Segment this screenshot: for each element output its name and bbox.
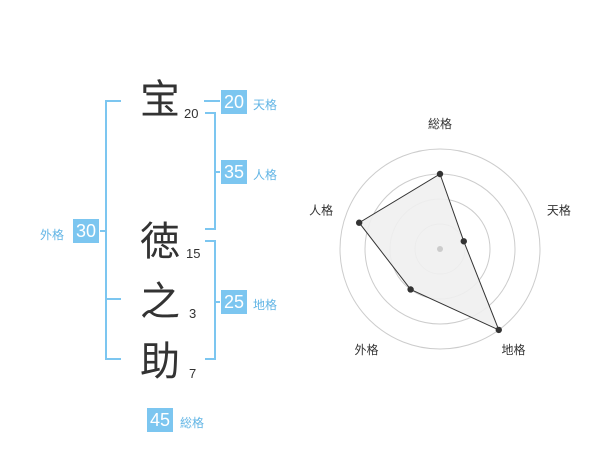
- radar-ring: [339, 148, 541, 350]
- soukaku-value: 45: [147, 408, 173, 432]
- gaikaku-bracket-middle: [105, 298, 121, 300]
- gaikaku-label: 外格: [40, 228, 65, 242]
- radar-point: [355, 219, 363, 226]
- jinkaku-value: 35: [221, 160, 247, 184]
- gaikaku-value: 30: [73, 219, 99, 243]
- radar-axis-label: 人格: [309, 202, 333, 217]
- gaikaku-bracket-bottom: [105, 358, 121, 360]
- radar-point: [436, 170, 444, 178]
- tenkaku-label: 天格: [253, 98, 278, 112]
- radar-axis-label: 総格: [428, 116, 452, 131]
- radar-center-dot: [437, 246, 443, 252]
- jinkaku-bracket-bottom: [205, 228, 215, 230]
- soukaku-label: 総格: [180, 416, 205, 430]
- radar-point: [460, 238, 467, 245]
- gaikaku-bracket-top: [105, 100, 121, 102]
- chikaku-bracket-vertical: [214, 240, 216, 360]
- name-char-4: 助: [140, 339, 180, 385]
- stroke-count-3: 3: [189, 306, 197, 321]
- jinkaku-label: 人格: [253, 168, 278, 182]
- stroke-count-2: 15: [186, 246, 201, 261]
- tenkaku-value: 20: [221, 90, 247, 114]
- chikaku-bracket-bottom: [205, 358, 215, 360]
- jinkaku-bracket-top: [205, 112, 215, 114]
- radar-axis-label: 地格: [501, 342, 525, 357]
- jinkaku-bracket-tick: [214, 171, 220, 173]
- radar-axis-label: 外格: [355, 342, 379, 357]
- radar-point: [407, 286, 414, 293]
- chikaku-label: 地格: [253, 298, 278, 312]
- radar-point: [495, 326, 502, 334]
- chikaku-bracket-top: [205, 240, 215, 242]
- radar-axis-label: 天格: [547, 202, 571, 217]
- stroke-count-1: 20: [184, 106, 199, 121]
- chikaku-bracket-tick: [214, 301, 220, 303]
- name-char-2: 徳: [140, 219, 180, 265]
- radar-area: [358, 173, 500, 331]
- chikaku-value: 25: [221, 290, 247, 314]
- gaikaku-bracket-vertical: [105, 100, 107, 360]
- tenkaku-bracket: [204, 100, 220, 102]
- name-char-3: 之: [140, 279, 180, 325]
- stroke-count-4: 7: [189, 366, 197, 381]
- name-char-1: 宝: [140, 77, 180, 123]
- gaikaku-bracket-tick: [100, 230, 106, 232]
- radar-points: [355, 170, 502, 334]
